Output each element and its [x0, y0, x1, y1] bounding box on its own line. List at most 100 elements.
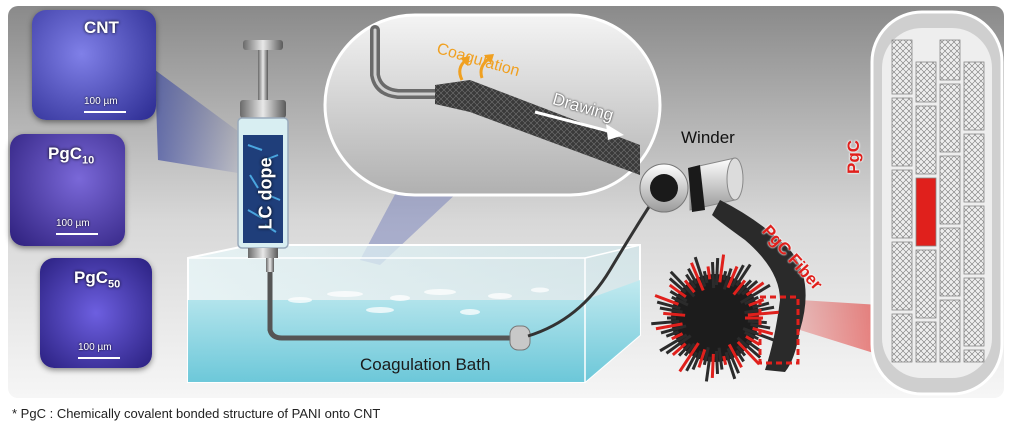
particle-spike: [714, 350, 720, 375]
footnote-marker: * PgC :: [12, 406, 54, 421]
particle-spike: [735, 263, 752, 287]
particle-spike: [659, 306, 683, 314]
particle-spike: [671, 342, 687, 356]
particle-spike: [693, 256, 707, 288]
particle-spike: [659, 333, 688, 353]
particle-spike: [702, 346, 710, 366]
particle-spike: [717, 347, 724, 370]
pgc-structure-panel: [870, 10, 1004, 396]
syringe: [237, 40, 289, 272]
panel-label-cnt: CNT: [84, 18, 119, 37]
coagulation-bath: [187, 244, 641, 383]
particle-spike: [726, 265, 739, 289]
lc-dope-label: LC dope: [255, 157, 276, 230]
particle-spike: [747, 310, 779, 317]
cnt-segment: [915, 249, 937, 319]
particle-spike: [683, 279, 696, 294]
particle-spike: [744, 330, 759, 341]
scale-label: 100 µm: [84, 96, 118, 107]
drawing-zoom-bubble: [323, 13, 662, 197]
cnt-segment: [963, 205, 985, 275]
footnote: * PgC : Chemically covalent bonded struc…: [12, 406, 380, 421]
particle-spike: [685, 273, 697, 289]
winder-label: Winder: [681, 128, 735, 147]
cnt-segment: [939, 155, 961, 225]
particle-spike: [739, 283, 771, 304]
particle-spike: [665, 334, 692, 355]
particle-spike: [691, 350, 703, 371]
footnote-text: Chemically covalent bonded structure of …: [56, 406, 381, 421]
micrograph-pgc10: PgC10 100 µm: [10, 134, 125, 246]
particle-spike: [671, 332, 684, 341]
coagulation-bath-label: Coagulation Bath: [360, 355, 491, 374]
cnt-segment: [915, 321, 937, 363]
cnt-segment: [939, 227, 961, 297]
scale-label: 100 µm: [56, 218, 90, 229]
particle-spike: [732, 279, 747, 296]
panel-label-pgc50: PgC50: [74, 268, 121, 291]
particle-spike: [722, 355, 728, 366]
particle-spike: [714, 257, 720, 286]
particle-spike: [687, 267, 698, 285]
particle-spike: [710, 353, 715, 379]
particle-spike: [663, 311, 686, 317]
winder: [639, 157, 744, 213]
particle-spike: [722, 268, 733, 290]
particle-spike: [668, 277, 687, 294]
cnt-segment: [891, 313, 913, 363]
particle-spike: [736, 336, 762, 359]
magnify-beam: [155, 70, 250, 175]
micrograph-cnt: CNT 100 µm: [32, 10, 156, 120]
particle-spike: [745, 281, 765, 297]
particle-spike: [671, 295, 689, 307]
particle-spike: [744, 295, 759, 306]
particle-spike: [747, 319, 767, 325]
particle-spike: [736, 340, 761, 366]
particle-spike: [724, 351, 737, 380]
particle-spike: [750, 322, 771, 330]
particle-spike: [722, 270, 728, 281]
particle-spike: [702, 270, 709, 284]
particle-spike: [655, 322, 683, 331]
cnt-segment: [891, 169, 913, 239]
particle-spike: [736, 279, 753, 296]
highlight-box: [758, 295, 800, 365]
particle-spike: [718, 254, 726, 283]
particle-spike: [741, 280, 759, 296]
particle-spike: [726, 347, 740, 374]
particle-spike: [685, 351, 698, 372]
scale-bar: [56, 233, 98, 235]
particle-spike: [752, 301, 770, 310]
cnt-segment: [891, 39, 913, 95]
particle-spike: [745, 339, 762, 353]
cnt-segment: [939, 299, 961, 363]
magnify-beam-red: [800, 300, 880, 355]
cnt-segment: [963, 133, 985, 203]
particle-spike: [651, 319, 680, 326]
particle-spike: [697, 348, 707, 368]
micrograph-pgc50: PgC50 100 µm: [40, 258, 152, 368]
particle-spike: [745, 335, 761, 346]
particle-spike: [669, 290, 688, 303]
particle-spike: [660, 324, 687, 335]
panel-label-pgc10: PgC10: [48, 144, 95, 167]
particle-spike: [730, 264, 745, 288]
cnt-segment: [915, 61, 937, 103]
particle-spike: [669, 270, 696, 298]
particle-spike: [690, 262, 705, 292]
particle-spike: [677, 342, 692, 357]
particle-spike: [706, 266, 712, 280]
particle-spike: [668, 283, 687, 299]
scale-bar: [84, 111, 126, 113]
particle-spike: [665, 330, 680, 338]
particle-spike: [752, 326, 774, 336]
particle-spike: [656, 300, 681, 310]
cnt-segment: [915, 105, 937, 175]
particle-spike: [710, 261, 716, 289]
particle-spike: [735, 349, 745, 363]
cnt-segment: [891, 241, 913, 311]
particle-spike: [654, 294, 680, 306]
cnt-segment: [939, 39, 961, 81]
particle-spike: [704, 356, 712, 382]
